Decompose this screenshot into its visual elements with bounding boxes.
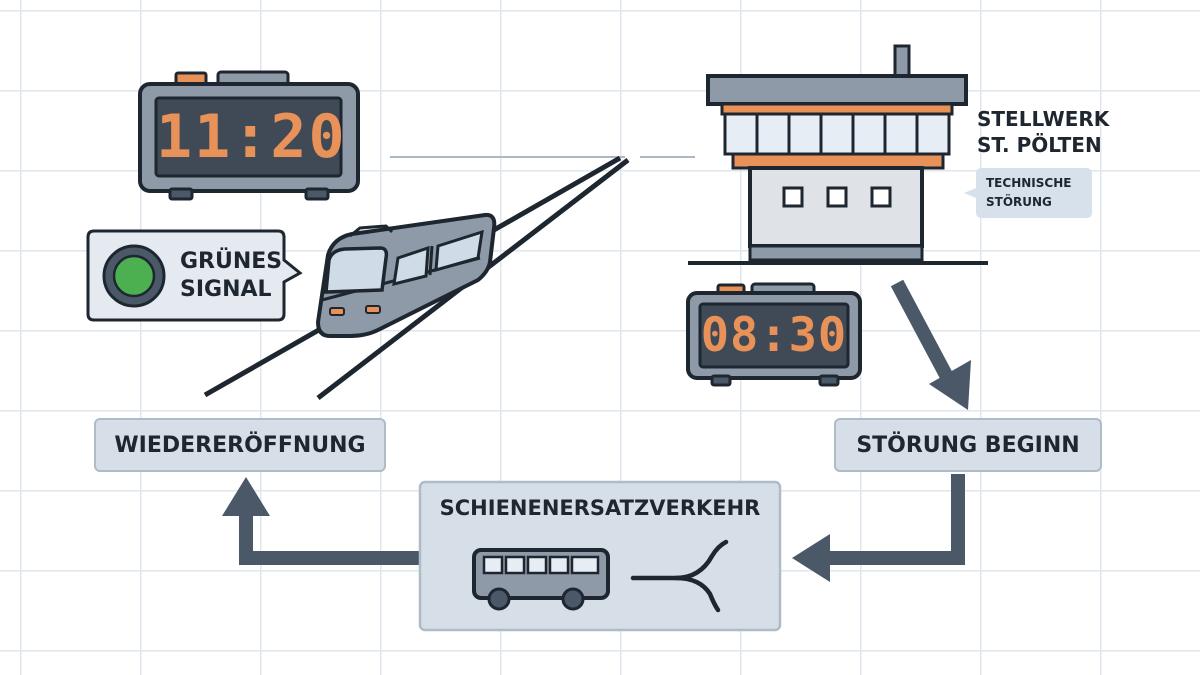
fork-icon (630, 539, 729, 613)
bus-icon (472, 548, 610, 611)
disruption-note-line2: STÖRUNG (986, 195, 1052, 209)
step-reopening: WIEDERERÖFFNUNG (94, 418, 386, 472)
arrowhead (792, 534, 830, 582)
station-name-line2: ST. PÖLTEN (977, 133, 1102, 157)
arrowhead (929, 360, 971, 410)
station-name-line1: STELLWERK (977, 107, 1110, 131)
step-disruption-start: STÖRUNG BEGINN (834, 418, 1102, 472)
train-icon (316, 212, 497, 338)
disruption-note: TECHNISCHE STÖRUNG (986, 174, 1071, 212)
clock-time-disruption: 08:30 (700, 308, 848, 363)
note-callout (964, 168, 1092, 218)
signal-box-building-icon (688, 44, 988, 265)
disruption-note-line1: TECHNISCHE (986, 176, 1072, 190)
signal-label-line2: SIGNAL (180, 277, 272, 302)
signal-label-line1: GRÜNES (180, 249, 283, 274)
digital-clock-icon (138, 70, 360, 201)
clock-time-reopen: 11:20 (156, 102, 347, 172)
arrow-icon (239, 279, 965, 565)
signal-callout (86, 229, 303, 322)
signal-label: GRÜNES SIGNAL (180, 248, 282, 304)
digital-clock-icon (686, 282, 862, 387)
step-rail-replacement: SCHIENENERSATZVERKEHR (439, 496, 761, 520)
arrowhead (222, 477, 270, 516)
station-name: STELLWERK ST. PÖLTEN (977, 106, 1109, 158)
